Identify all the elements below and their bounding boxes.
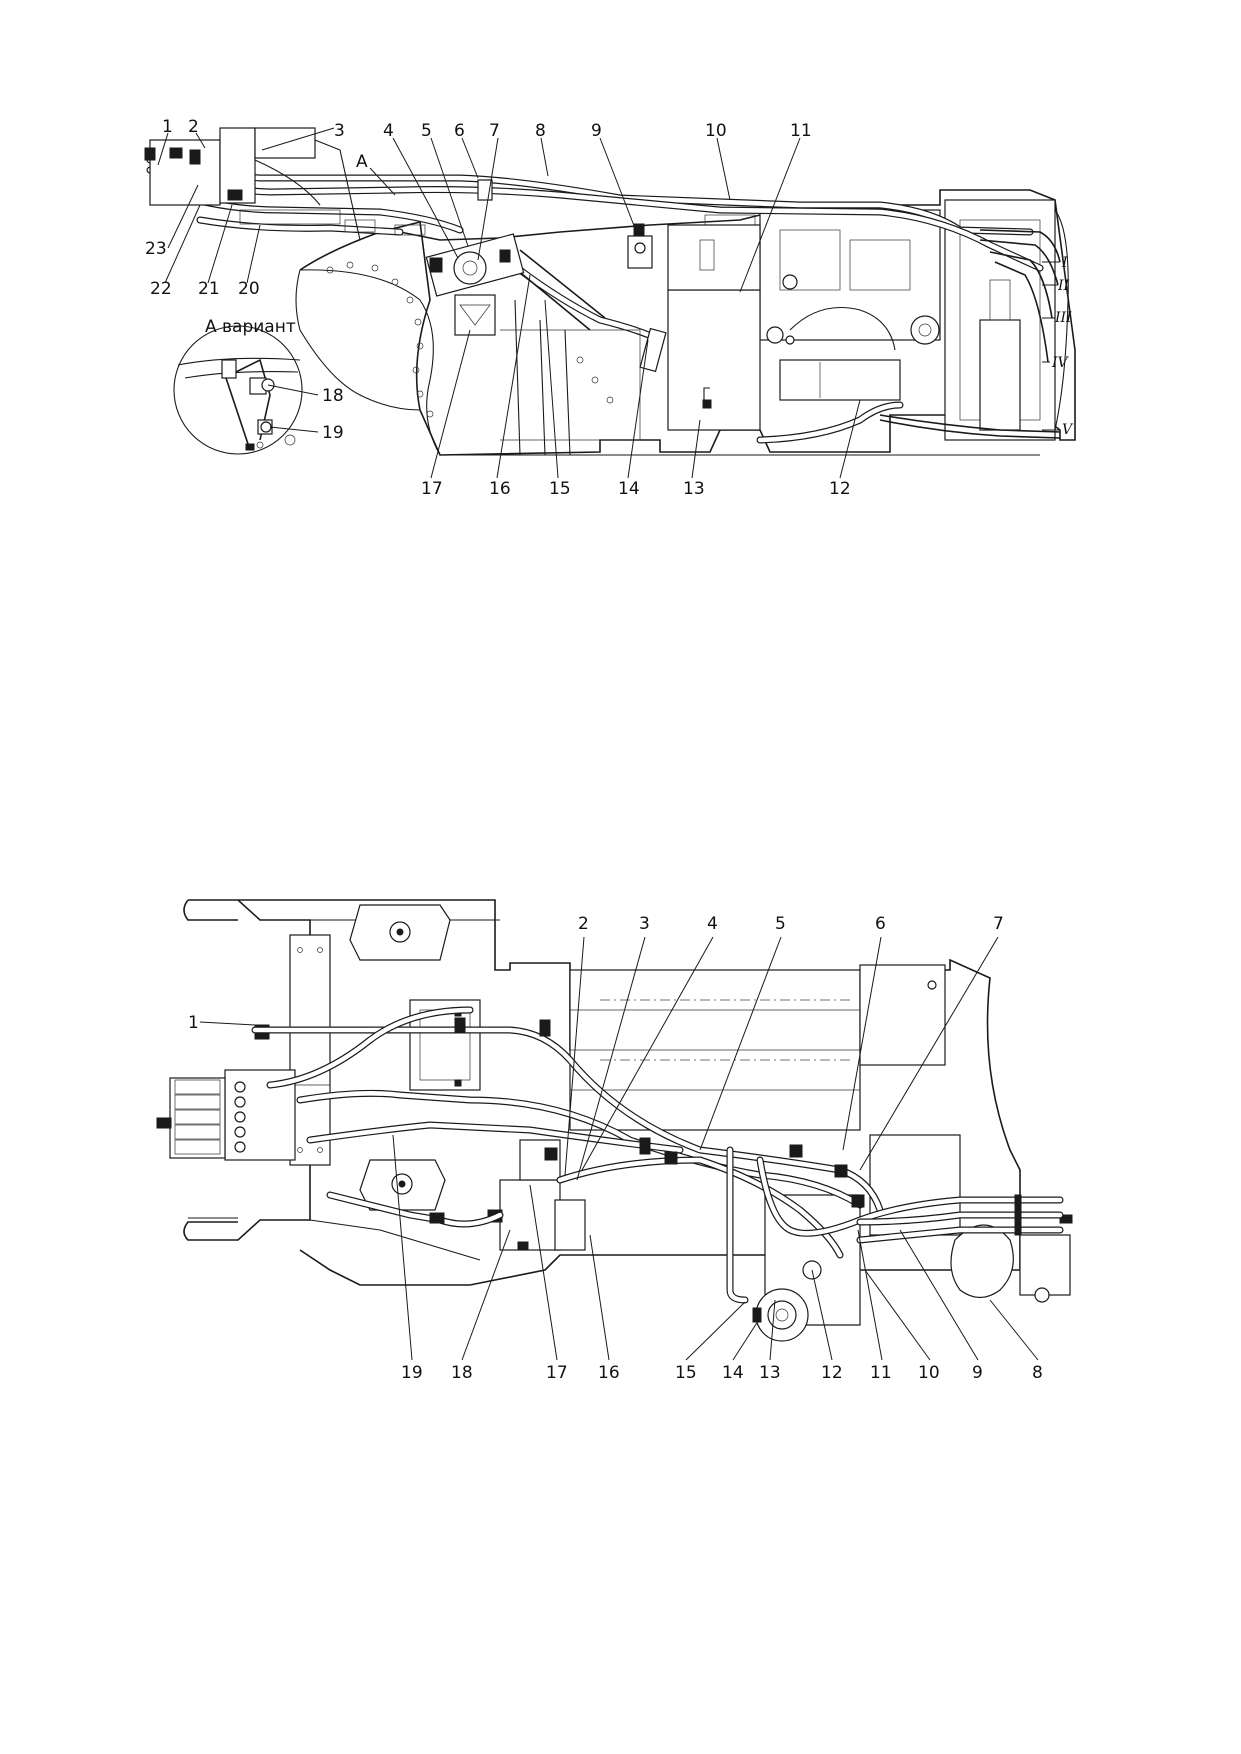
bottom-callout-2: 2 <box>578 914 589 934</box>
bottom-callout-4: 4 <box>707 914 718 934</box>
detail-view-a <box>173 325 303 455</box>
bottom-callout-10: 10 <box>918 1363 940 1383</box>
port-label-4: IV <box>1051 355 1070 371</box>
top-callout-3: 3 <box>334 121 345 141</box>
top-callout-13: 13 <box>683 479 705 499</box>
top-assembly-drawing <box>144 127 1076 456</box>
bottom-callout-8: 8 <box>1032 1363 1043 1383</box>
top-callout-1: 1 <box>162 117 173 137</box>
bottom-callout-16: 16 <box>598 1363 620 1383</box>
bottom-callout-15: 15 <box>675 1363 697 1383</box>
top-callout-14: 14 <box>618 479 640 499</box>
bottom-callout-13: 13 <box>759 1363 781 1383</box>
top-callout-5: 5 <box>421 121 432 141</box>
top-callout-23: 23 <box>145 239 167 259</box>
top-callout-22: 22 <box>150 279 172 299</box>
top-callout-20: 20 <box>238 279 260 299</box>
view-marker-a: А <box>356 152 368 172</box>
top-callout-6: 6 <box>454 121 465 141</box>
bottom-callout-3: 3 <box>639 914 650 934</box>
top-callout-18: 18 <box>322 386 344 406</box>
port-label-3: III <box>1054 310 1072 326</box>
top-callout-9: 9 <box>591 121 602 141</box>
top-leader-lines <box>157 127 1060 479</box>
top-callout-12: 12 <box>829 479 851 499</box>
top-callout-11: 11 <box>790 121 812 141</box>
top-callout-2: 2 <box>188 117 199 137</box>
port-label-2: II <box>1057 278 1070 294</box>
top-callout-16: 16 <box>489 479 511 499</box>
bottom-leader-lines <box>199 936 1039 1361</box>
port-label-1: I <box>1061 255 1068 271</box>
top-callout-8: 8 <box>535 121 546 141</box>
top-callout-labels: 1 2 3 4 5 6 7 8 9 10 11 12 13 14 15 16 1… <box>145 117 1074 499</box>
detail-title: А вариант <box>205 317 296 337</box>
port-label-5: V <box>1062 422 1074 438</box>
bottom-callout-5: 5 <box>775 914 786 934</box>
top-callout-19: 19 <box>322 423 344 443</box>
bottom-callout-1: 1 <box>188 1013 199 1033</box>
bottom-callout-17: 17 <box>546 1363 568 1383</box>
bottom-callout-19: 19 <box>401 1363 423 1383</box>
bottom-assembly-drawing <box>156 899 1073 1342</box>
top-callout-15: 15 <box>549 479 571 499</box>
top-callout-21: 21 <box>198 279 220 299</box>
bottom-callout-labels: 1 2 3 4 5 6 7 8 9 10 11 12 13 14 15 16 1… <box>188 914 1043 1383</box>
bottom-callout-12: 12 <box>821 1363 843 1383</box>
top-callout-4: 4 <box>383 121 394 141</box>
bottom-callout-6: 6 <box>875 914 886 934</box>
bottom-callout-9: 9 <box>972 1363 983 1383</box>
bottom-callout-18: 18 <box>451 1363 473 1383</box>
bottom-callout-11: 11 <box>870 1363 892 1383</box>
top-callout-17: 17 <box>421 479 443 499</box>
bottom-callout-14: 14 <box>722 1363 744 1383</box>
top-callout-7: 7 <box>489 121 500 141</box>
top-callout-10: 10 <box>705 121 727 141</box>
bottom-callout-7: 7 <box>993 914 1004 934</box>
